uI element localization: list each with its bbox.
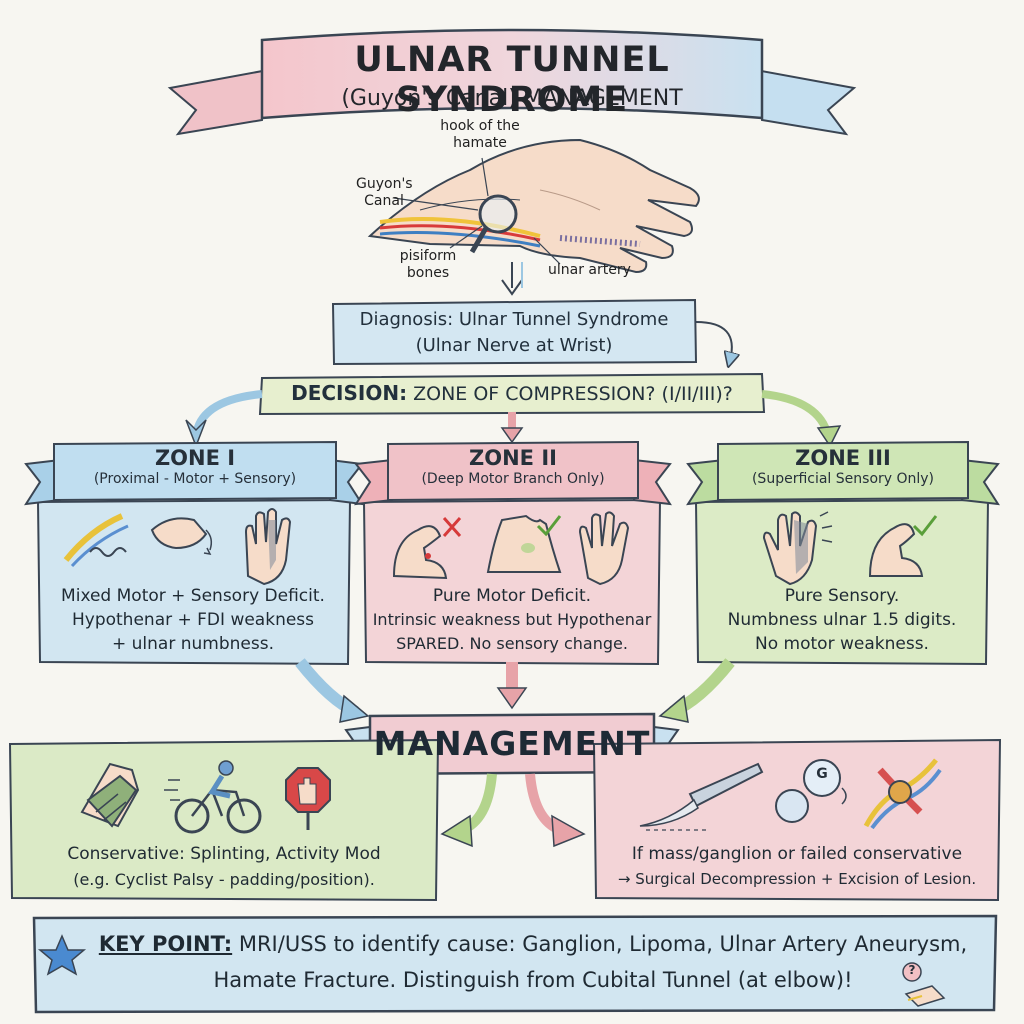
arrow-to-zone-3	[761, 390, 832, 438]
anatomy-leader-lines	[393, 157, 561, 265]
arrow-to-zone-1	[192, 390, 263, 437]
diagnosis-line-1: Diagnosis: Ulnar Tunnel Syndrome	[359, 309, 669, 330]
flexed-arm-icon	[392, 525, 448, 580]
conservative-line-2: (e.g. Cyclist Palsy - padding/position).	[73, 870, 375, 889]
stop-hand-sign-icon	[285, 767, 331, 830]
ganglion-cyst-icon	[775, 759, 847, 823]
zone-2-banner	[387, 440, 639, 502]
zone-1-desc-line-1: Mixed Motor + Sensory Deficit.	[61, 586, 325, 606]
label-guyons-canal: Guyon's Canal	[356, 176, 413, 209]
artery-aneurysm-icon	[863, 758, 942, 830]
zone-2-heading: ZONE II (Deep Motor Branch Only)	[388, 446, 638, 488]
decision-label: DECISION:	[291, 381, 408, 405]
cross-mark-icon	[442, 517, 462, 537]
decision-text: DECISION: ZONE OF COMPRESSION? (I/II/III…	[262, 374, 762, 412]
zone-2-desc-line-3: SPARED. No sensory change.	[396, 634, 628, 653]
zone-1-title: ZONE I	[154, 446, 236, 470]
zone-3-description: Pure Sensory. Numbness ulnar 1.5 digits.…	[698, 584, 986, 656]
curved-arrow	[695, 321, 732, 360]
title-line-1: ULNAR TUNNEL SYNDROME	[354, 40, 670, 120]
open-hand-icon	[578, 511, 630, 586]
surgical-line-2: → Surgical Decompression + Excision of L…	[617, 870, 977, 888]
diagnosis-text: Diagnosis: Ulnar Tunnel Syndrome (Ulnar …	[333, 302, 695, 362]
conservative-text: Conservative: Splinting, Activity Mod (e…	[14, 842, 434, 892]
surgical-text: If mass/ganglion or failed conservative …	[598, 842, 996, 892]
hand-shaded-icon	[762, 511, 833, 586]
zone-3-title: ZONE III	[795, 446, 891, 470]
question-badge: ?	[908, 963, 916, 977]
scalpel-icon	[639, 762, 764, 831]
hand-shaded-icon	[244, 508, 292, 586]
zone-1-description: Mixed Motor + Sensory Deficit. Hypothena…	[40, 584, 346, 656]
zone-2-desc-line-1: Pure Motor Deficit.	[432, 586, 592, 606]
star-icon	[37, 934, 87, 976]
conservative-line-1: Conservative: Splinting, Activity Mod	[67, 844, 381, 864]
diagnosis-box	[331, 298, 698, 366]
cyclist-icon	[164, 760, 262, 834]
diagnosis-line-2: (Ulnar Nerve at Wrist)	[415, 335, 613, 356]
zone-3-desc-line-3: No motor weakness.	[755, 634, 929, 654]
key-point-line-1: MRI/USS to identify cause: Ganglion, Lip…	[238, 932, 968, 956]
elbow-icon	[902, 962, 946, 1007]
key-point: KEY POINT: MRI/USS to identify cause: Ga…	[34, 916, 996, 1010]
check-mark-icon	[536, 515, 562, 537]
key-point-text: KEY POINT: MRI/USS to identify cause: Ga…	[98, 926, 968, 998]
label-pisiform-bones: pisiform bones	[399, 248, 457, 281]
pinch-hand-icon	[150, 517, 213, 555]
zone-2-desc-line-2: Intrinsic weakness but Hypothenar	[372, 610, 652, 629]
key-point-box	[32, 914, 998, 1014]
zone-3-heading: ZONE III (Superficial Sensory Only)	[718, 446, 968, 488]
key-point-label: KEY POINT:	[98, 932, 233, 956]
key-point-line-2: Hamate Fracture. Distinguish from Cubita…	[213, 968, 853, 992]
zone-1-heading: ZONE I (Proximal - Motor + Sensory)	[54, 446, 336, 488]
zone-1-desc-line-3: + ulnar numbness.	[112, 634, 274, 654]
management-title: MANAGEMENT	[373, 724, 651, 763]
title-line-2: (Guyon's Canal) MANAGEMENT	[341, 86, 683, 111]
nerve-icon	[63, 513, 129, 568]
down-arrow	[501, 262, 523, 296]
ganglion-letter: G	[816, 766, 828, 782]
decision-question: ZONE OF COMPRESSION? (I/II/III)?	[413, 383, 733, 405]
magnifier-icon	[469, 194, 518, 254]
zone-2-subtitle: (Deep Motor Branch Only)	[421, 471, 605, 487]
zone-3-desc-line-1: Pure Sensory.	[784, 586, 900, 606]
flexed-arm-icon	[868, 523, 924, 577]
title-banner-shape	[167, 28, 857, 136]
zone-3-subtitle: (Superficial Sensory Only)	[751, 471, 935, 487]
check-mark-icon	[912, 515, 938, 537]
label-ulnar-artery: ulnar artery	[548, 262, 631, 278]
zone-2-description: Pure Motor Deficit. Intrinsic weakness b…	[366, 584, 658, 656]
label-hook-of-hamate: hook of the hamate	[440, 118, 520, 151]
wrist-splint-icon	[80, 762, 140, 828]
zone-1-subtitle: (Proximal - Motor + Sensory)	[93, 471, 297, 487]
zone-3-banner	[717, 440, 969, 502]
title-banner: ULNAR TUNNEL SYNDROME (Guyon's Canal) MA…	[262, 28, 762, 124]
zone-1-desc-line-2: Hypothenar + FDI weakness	[71, 610, 315, 630]
zone-1-banner	[53, 440, 337, 502]
zone-2-title: ZONE II	[469, 446, 557, 470]
decision-bar	[258, 372, 766, 416]
zone-3-desc-line-2: Numbness ulnar 1.5 digits.	[727, 610, 957, 630]
surgical-line-1: If mass/ganglion or failed conservative	[631, 844, 963, 864]
